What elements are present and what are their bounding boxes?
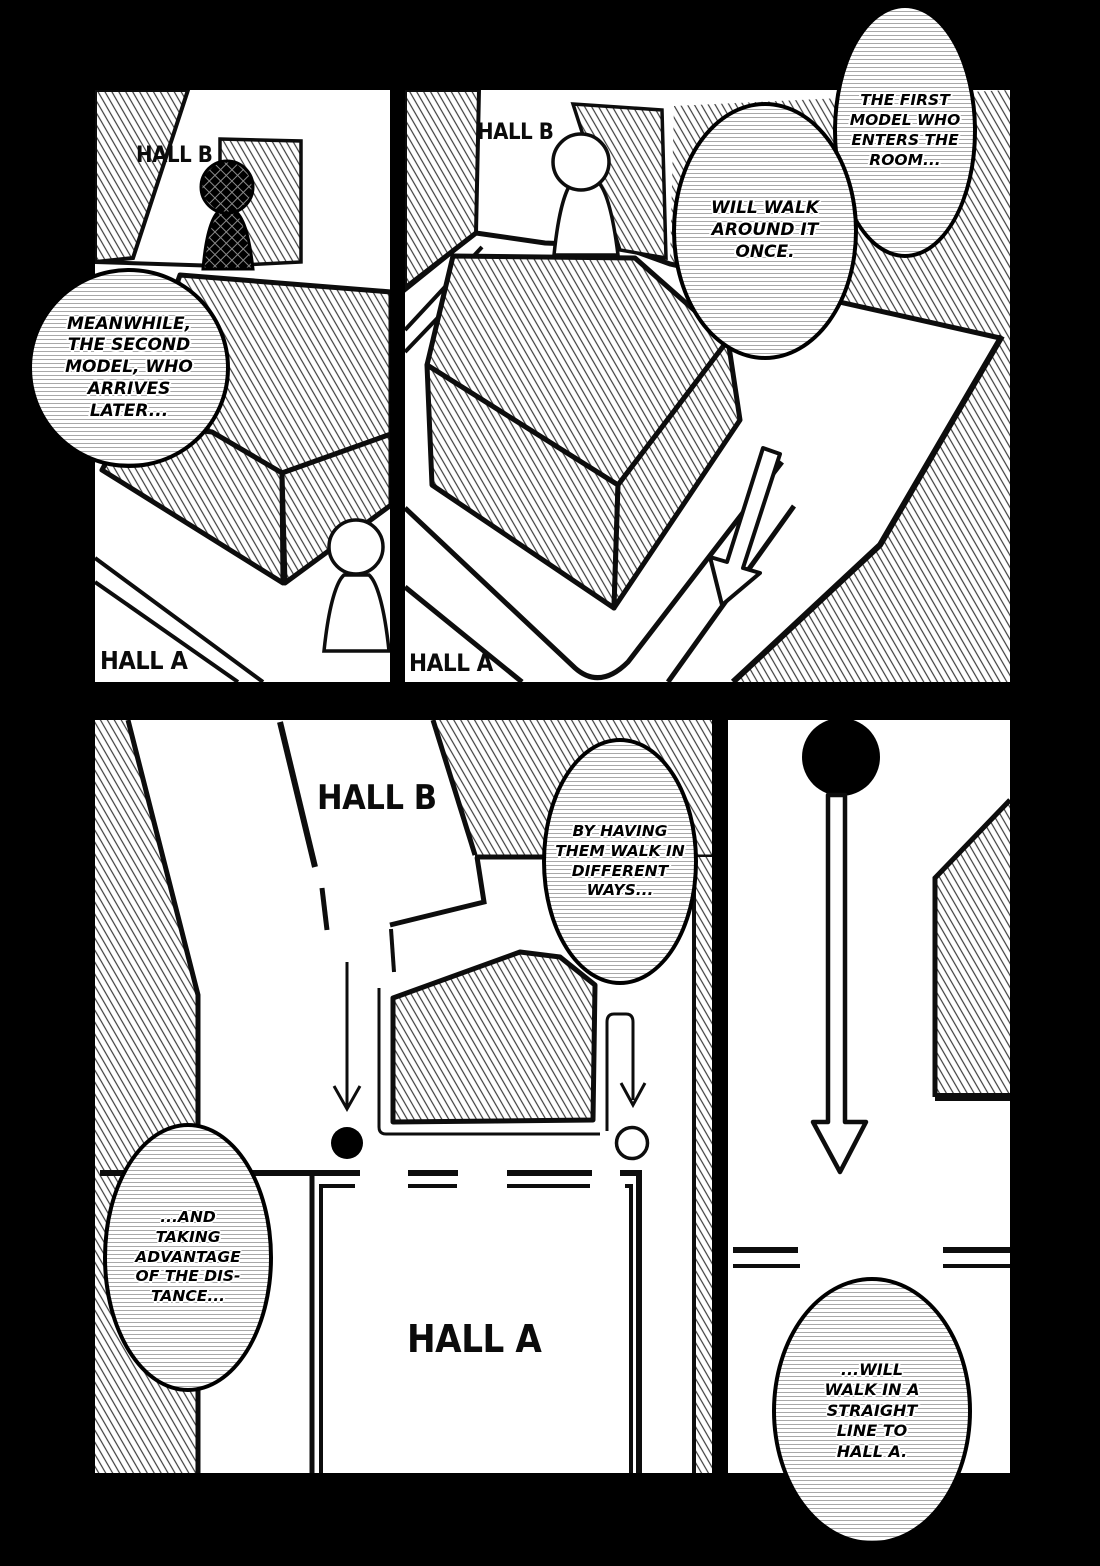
bubble-text: THE FIRST MODEL WHO ENTERS THE ROOM... [849,91,961,169]
path-around-box [377,988,600,1136]
bubble-text: MEANWHILE, THE SECOND MODEL, WHO ARRIVES… [65,313,193,421]
box-right-face [279,431,390,586]
hall-b-door-dash [389,928,396,973]
arrowhead [332,1085,362,1113]
hall-b-wall [277,721,318,868]
white-model-path-arrow [605,1012,635,1131]
hall-b-label-panel-2: HALL B [477,120,554,145]
hall-a-inner-wall [319,1184,355,1473]
wall-edge [430,720,478,856]
bubble-text: BY HAVING THEM WALK IN DIFFERENT WAYS... [555,821,685,900]
wall-floor-junction [95,260,221,268]
speech-bubble-walk-around: WILL WALK AROUND IT ONCE. [672,102,858,360]
white-pawn-head [551,132,611,192]
track-inner-edge [405,585,524,682]
black-model-dot [802,720,880,796]
hall-b-label-panel-1: HALL B [136,143,213,168]
hall-b-label-panel-3: HALL B [317,778,437,818]
bubble-text: ...WILL WALK IN A STRAIGHT LINE TO HALL … [824,1359,920,1461]
hall-a-label-panel-2: HALL A [409,649,493,677]
wall-right-strip-hatched [694,857,712,1473]
hall-a-label-panel-1: HALL A [100,646,188,675]
speech-bubble-meanwhile: MEANWHILE, THE SECOND MODEL, WHO ARRIVES… [28,268,230,468]
wall-left-hatched [95,90,191,265]
bubble-text: ...AND TAKING ADVANTAGE OF THE DIS-TANCE… [135,1207,241,1306]
white-model-dot [614,1125,650,1161]
black-pawn-head [199,159,255,215]
hall-a-label-panel-3: HALL A [407,1317,542,1361]
hall-b-door-dash [319,887,330,931]
hall-a-wall [620,1170,642,1473]
hall-a-inner-wall [625,1184,633,1473]
white-pawn-head [327,518,385,576]
black-model-dot [331,1127,363,1159]
walk-direction-arrow [708,446,782,607]
box-right-face [611,337,743,611]
wall-edge [932,798,1010,1097]
speech-bubble-different-ways: BY HAVING THEM WALK IN DIFFERENT WAYS... [542,738,698,985]
hall-b-wall [389,856,487,928]
speech-bubble-straight-line: ...WILL WALK IN A STRAIGHT LINE TO HALL … [772,1277,972,1545]
floor-edge [730,334,1005,682]
arrowhead [619,1082,647,1109]
white-pawn-body [322,573,390,653]
floor-right-hatched [733,332,1010,682]
bubble-text: WILL WALK AROUND IT ONCE. [711,198,819,262]
box-overhead [390,949,598,1125]
straight-walk-arrow [810,792,869,1175]
speech-bubble-distance: ...AND TAKING ADVANTAGE OF THE DIS-TANCE… [103,1123,273,1392]
walk-path-line [95,580,240,682]
walk-path-line [95,556,265,682]
wall-right-hatched [935,800,1010,1097]
track-outer-edge [405,460,784,681]
